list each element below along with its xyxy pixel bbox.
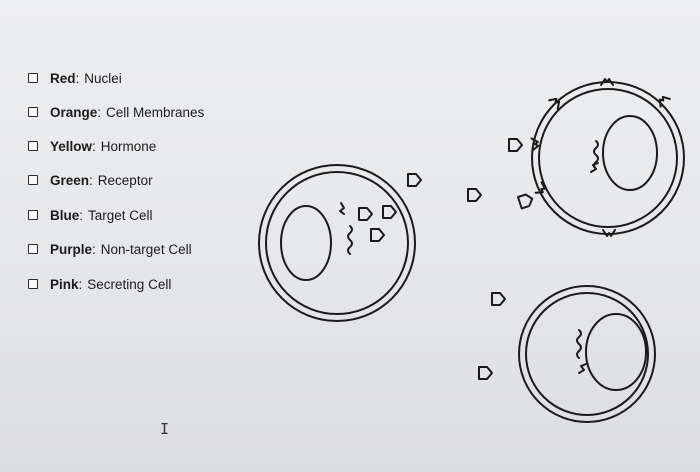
legend-item-green: Green: Receptor [28,170,288,190]
nucleus [602,115,658,191]
legend-item-orange: Orange: Cell Membranes [28,102,288,122]
nucleus [585,313,647,391]
target-cell [530,78,685,237]
cell-membrane-inner [525,292,649,416]
legend-item-purple: Purple: Non-target Cell [28,239,288,259]
checkbox[interactable] [28,175,38,185]
cell-membrane-outer [518,285,656,423]
checkbox[interactable] [28,73,38,83]
checkbox[interactable] [28,107,38,117]
hormone-icon [370,228,385,242]
non-target-cell [518,285,656,423]
hormone-icon [517,191,536,210]
checkbox[interactable] [28,244,38,254]
text-cursor-icon: I [160,420,170,438]
hormone-icon [358,207,373,221]
legend-value: Nuclei [84,70,122,86]
hormone-icon [382,205,397,219]
secreting-cell [258,164,416,322]
legend-value: Non-target Cell [100,241,192,257]
hormone-icon [407,173,422,187]
checkbox[interactable] [28,279,38,289]
legend-value: Hormone [100,138,157,154]
checkbox[interactable] [28,210,38,220]
dna-fragment-icon [578,363,587,374]
dna-fragment-icon [339,202,345,215]
cell-membrane-outer [258,164,416,322]
receptor-icon [600,78,614,86]
legend-item-pink: Pink: Secreting Cell [28,274,288,294]
nucleus [280,205,332,281]
checkbox[interactable] [28,141,38,151]
legend-value: Secreting Cell [87,276,172,292]
hormone-icon [478,366,493,380]
dna-strand-icon [576,329,582,359]
legend-key: Yellow [50,138,93,154]
cell-membrane-inner [265,171,409,315]
cell-membrane-inner [538,88,678,228]
legend-key: Orange [50,104,98,120]
legend-key: Blue [50,207,80,223]
legend-key: Green [50,172,90,188]
hormone-icon [508,138,523,152]
dna-strand-icon [347,225,353,255]
hormone-icon [491,292,506,306]
legend-value: Cell Membranes [106,104,205,120]
legend-value: Receptor [97,172,153,188]
legend-item-blue: Blue: Target Cell [28,205,288,225]
legend-item-yellow: Yellow: Hormone [28,136,288,156]
legend-key: Purple [50,241,93,257]
legend-item-red: Red: Nuclei [28,68,288,88]
legend-key: Pink [50,276,79,292]
legend-key: Red [50,70,76,86]
receptor-icon [602,229,616,237]
dna-fragment-icon [590,162,599,173]
hormone-icon [467,188,482,202]
legend-value: Target Cell [88,207,153,223]
